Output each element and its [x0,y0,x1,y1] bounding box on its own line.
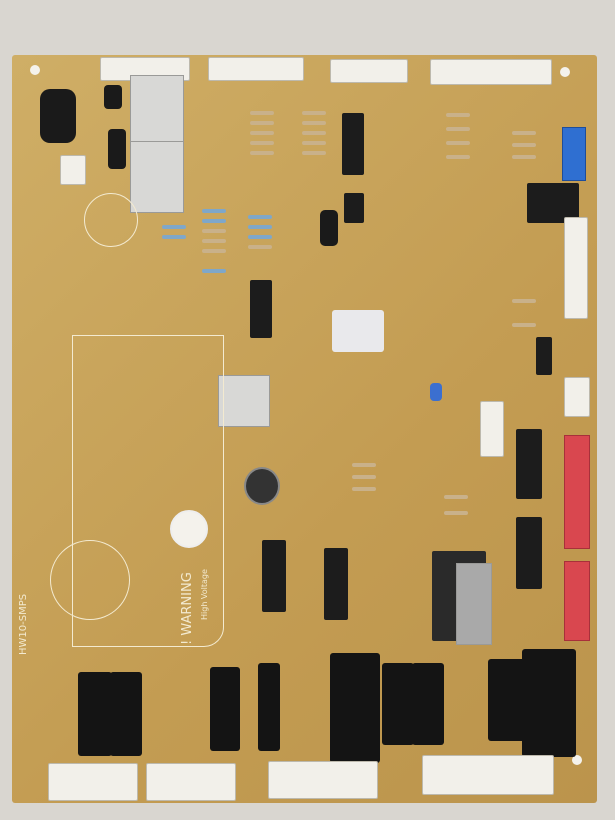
resistor [248,225,272,229]
resistor [202,239,226,243]
resistor [352,475,376,479]
warning-title: ! WARNING [180,572,195,645]
relay [522,649,576,757]
resistor [302,141,326,145]
relay [110,672,142,756]
ic-chip [262,540,286,612]
ic-chip [344,193,364,223]
resistor [202,229,226,233]
mounting-hole [560,67,570,77]
resistor [512,131,536,135]
qr-label-sticker [332,310,384,352]
resistor [202,209,226,213]
resistor [512,323,536,327]
resistor [162,225,186,229]
transformer-outline [50,540,130,620]
red-connector [564,435,590,549]
resistor [250,151,274,155]
bottom-connector [48,763,138,801]
mid-connector [480,401,504,457]
resistor [202,249,226,253]
top-connector [208,57,304,81]
relay [210,667,240,751]
capacitor [320,210,338,246]
resistor [444,511,468,515]
ic-chip [250,280,272,338]
bottom-connector [422,755,554,795]
resistor [446,155,470,159]
electrolytic-capacitor [40,89,76,143]
resistor [248,245,272,249]
transformer-outline [84,193,138,247]
bottom-connector [268,761,378,799]
resistor [250,111,274,115]
relay [78,672,112,756]
relay [488,659,526,741]
capacitor [104,85,122,109]
capacitor [108,129,126,169]
blue-capacitor [430,383,442,401]
top-connector [430,59,552,85]
resistor [202,219,226,223]
relay [330,653,380,763]
relay [382,663,414,745]
resistor [302,131,326,135]
bottom-connector [146,763,236,801]
resistor [250,131,274,135]
transistor [536,337,552,375]
blue-connector [562,127,586,181]
smps-label: HW10-SMPS [18,593,29,655]
right-connector [564,217,588,319]
ic-chip [324,548,348,620]
mounting-hole [170,510,208,548]
resistor [250,121,274,125]
resistor [302,121,326,125]
ic-chip [516,517,542,589]
resistor [446,141,470,145]
resistor [162,235,186,239]
resistor [250,141,274,145]
top-connector [330,59,408,83]
resistor [512,143,536,147]
ic-chip [342,113,364,175]
heatsink [218,375,270,427]
right-connector [564,377,590,417]
circuit-board: HW10-SMPS ! WARNING High Voltage [12,55,597,803]
mounting-hole [572,755,582,765]
capacitor [244,467,280,505]
red-connector [564,561,590,641]
black-connector [527,183,579,223]
resistor [352,487,376,491]
resistor [444,495,468,499]
resistor [512,299,536,303]
relay [412,663,444,745]
resistor [446,113,470,117]
mounting-hole [30,65,40,75]
small-connector [60,155,86,185]
warning-outline [72,335,224,647]
resistor [302,151,326,155]
resistor [202,269,226,273]
resistor [248,215,272,219]
relay [258,663,280,751]
resistor [248,235,272,239]
heatsink [130,75,184,147]
resistor [302,111,326,115]
warning-subtitle: High Voltage [200,569,209,620]
resistor [512,155,536,159]
resistor [352,463,376,467]
heatsink [130,141,184,213]
power-module-heatsink [456,563,492,645]
ic-chip [516,429,542,499]
resistor [446,127,470,131]
